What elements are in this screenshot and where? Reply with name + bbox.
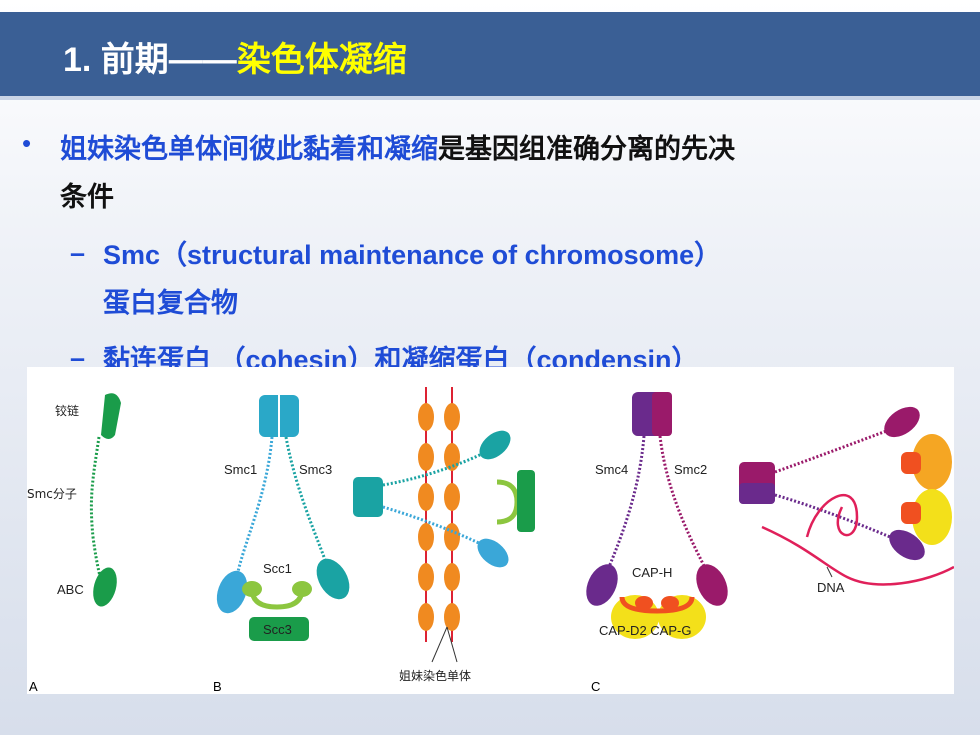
label-scc3: Scc3 bbox=[263, 622, 292, 637]
bullet-blue-text: 姐妹染色单体间彼此黏着和凝缩 bbox=[60, 134, 438, 164]
panel-label-b: B bbox=[213, 679, 222, 694]
panel-c: Smc4 Smc2 CAP-H CAP-D2 CAP-G C bbox=[586, 392, 954, 694]
sub2-dash: – bbox=[70, 343, 86, 373]
bullet-line-1: 姐妹染色单体间彼此黏着和凝缩是基因组准确分离的先决 bbox=[60, 132, 735, 166]
hinge-domain bbox=[101, 393, 121, 439]
title-prefix: 1. 前期—— bbox=[63, 41, 237, 79]
panel-a: 铰链 Smc分子 ABC A bbox=[27, 393, 121, 694]
smc-coil bbox=[89, 436, 107, 593]
sub1-line-2: 蛋白复合物 bbox=[103, 288, 238, 318]
sister-chromatids: 姐妹染色单体 bbox=[353, 387, 535, 683]
bullet-black-text: 是基因组准确分离的先决 bbox=[438, 134, 735, 164]
cohesin-condensin-figure: 铰链 Smc分子 ABC A Smc1 Smc3 Scc1 Scc3 B bbox=[27, 367, 954, 694]
label-smc1: Smc1 bbox=[224, 462, 257, 477]
label-smc-mol: Smc分子 bbox=[27, 487, 77, 501]
scc3-box bbox=[249, 617, 309, 641]
smc4-head bbox=[586, 564, 618, 606]
slide-title: 1. 前期——染色体凝缩 bbox=[63, 32, 407, 81]
smc1-head bbox=[216, 570, 248, 614]
label-cap-d2-cap-g: CAP-D2 CAP-G bbox=[599, 623, 691, 638]
sub1-line-1: Smc（structural maintenance of chromosome… bbox=[103, 240, 722, 270]
label-smc2: Smc2 bbox=[674, 462, 707, 477]
label-dna: DNA bbox=[817, 580, 845, 595]
label-smc3: Smc3 bbox=[299, 462, 332, 477]
panel-label-a: A bbox=[29, 679, 38, 694]
label-cap-h: CAP-H bbox=[632, 565, 672, 580]
abc-head bbox=[93, 567, 117, 607]
label-abc: ABC bbox=[57, 582, 84, 597]
bullet-line-2: 条件 bbox=[60, 182, 114, 212]
figure-svg: 铰链 Smc分子 ABC A Smc1 Smc3 Scc1 Scc3 B bbox=[27, 387, 954, 694]
bullet-dot: • bbox=[22, 128, 32, 158]
label-hinge: 铰链 bbox=[55, 403, 79, 418]
label-scc1: Scc1 bbox=[263, 561, 292, 576]
title-bar: 1. 前期——染色体凝缩 bbox=[0, 12, 980, 96]
title-highlight: 染色体凝缩 bbox=[236, 41, 407, 79]
smc3-head bbox=[316, 558, 350, 600]
panel-label-c: C bbox=[591, 679, 600, 694]
smc2-head bbox=[696, 564, 728, 606]
sub1-dash: – bbox=[70, 238, 86, 268]
label-smc4: Smc4 bbox=[595, 462, 628, 477]
panel-b: Smc1 Smc3 Scc1 Scc3 B bbox=[213, 395, 350, 694]
label-sister-chromatids: 姐妹染色单体 bbox=[399, 668, 471, 683]
